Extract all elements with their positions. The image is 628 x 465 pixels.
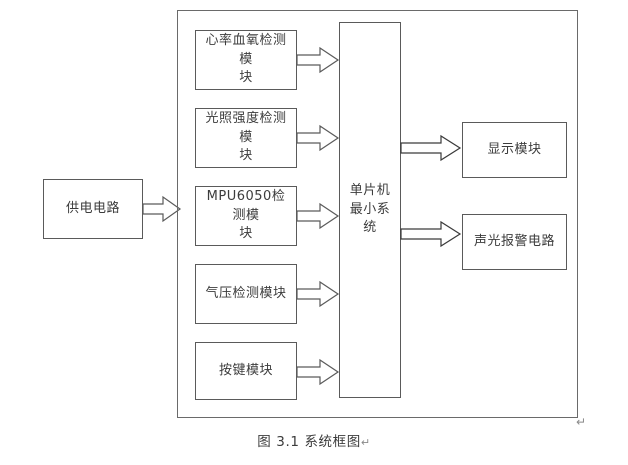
block-power-supply-circuit-label: 供电电路 [65, 200, 120, 216]
arrow-heart-rate-to-mcu [296, 46, 340, 74]
system-boundary-frame [177, 10, 578, 418]
arrow-mcu-to-alarm [400, 220, 462, 248]
block-keypad-module[interactable]: 按键模块 [195, 342, 297, 400]
arrow-air-pressure-to-mcu [296, 280, 340, 308]
block-mcu-minimum-system-label: 单片机 最小系统 [349, 182, 391, 236]
block-mcu-minimum-system[interactable]: 单片机 最小系统 [339, 22, 401, 398]
block-heart-rate-spo2-module-label: 心率血氧检测模 块 [205, 32, 287, 86]
block-display-module-label: 显示模块 [487, 141, 542, 157]
block-heart-rate-spo2-module[interactable]: 心率血氧检测模 块 [195, 30, 297, 90]
block-display-module[interactable]: 显示模块 [462, 122, 567, 178]
arrow-power-to-system [142, 195, 182, 223]
block-power-supply-circuit[interactable]: 供电电路 [43, 179, 143, 239]
block-mpu6050-module[interactable]: MPU6050检测模 块 [195, 186, 297, 246]
paragraph-return-mark-right: ↵ [576, 415, 587, 429]
arrow-keypad-to-mcu [296, 358, 340, 386]
caption-return-mark: ↵ [360, 436, 371, 449]
arrow-mpu6050-to-mcu [296, 202, 340, 230]
block-light-intensity-module[interactable]: 光照强度检测模 块 [195, 108, 297, 168]
block-audible-visual-alarm-circuit-label: 声光报警电路 [473, 233, 555, 249]
block-keypad-module-label: 按键模块 [218, 362, 273, 378]
figure-caption-text: 图 3.1 系统框图 [257, 434, 361, 450]
block-mpu6050-module-label: MPU6050检测模 块 [206, 188, 286, 242]
block-light-intensity-module-label: 光照强度检测模 块 [205, 110, 287, 164]
arrow-light-intensity-to-mcu [296, 124, 340, 152]
block-air-pressure-module-label: 气压检测模块 [205, 285, 287, 301]
block-audible-visual-alarm-circuit[interactable]: 声光报警电路 [462, 214, 567, 270]
figure-caption: 图 3.1 系统框图↵ [0, 430, 628, 450]
block-air-pressure-module[interactable]: 气压检测模块 [195, 264, 297, 324]
arrow-mcu-to-display [400, 134, 462, 162]
